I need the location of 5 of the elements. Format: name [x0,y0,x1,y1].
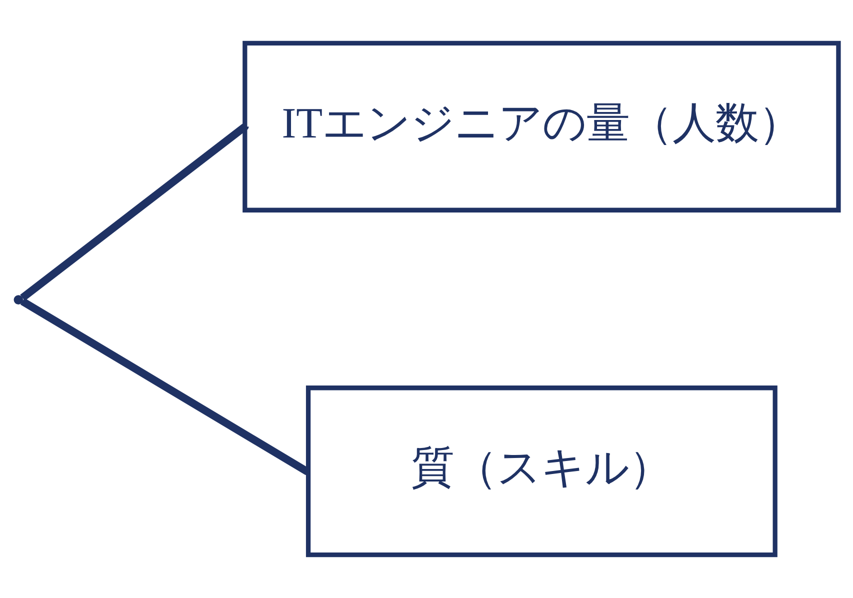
connector [20,124,248,301]
connector [20,298,309,475]
node-box: ITエンジニアの量（人数） [242,40,841,212]
node-point [14,295,24,304]
node-box: 質（スキル） [306,386,778,558]
